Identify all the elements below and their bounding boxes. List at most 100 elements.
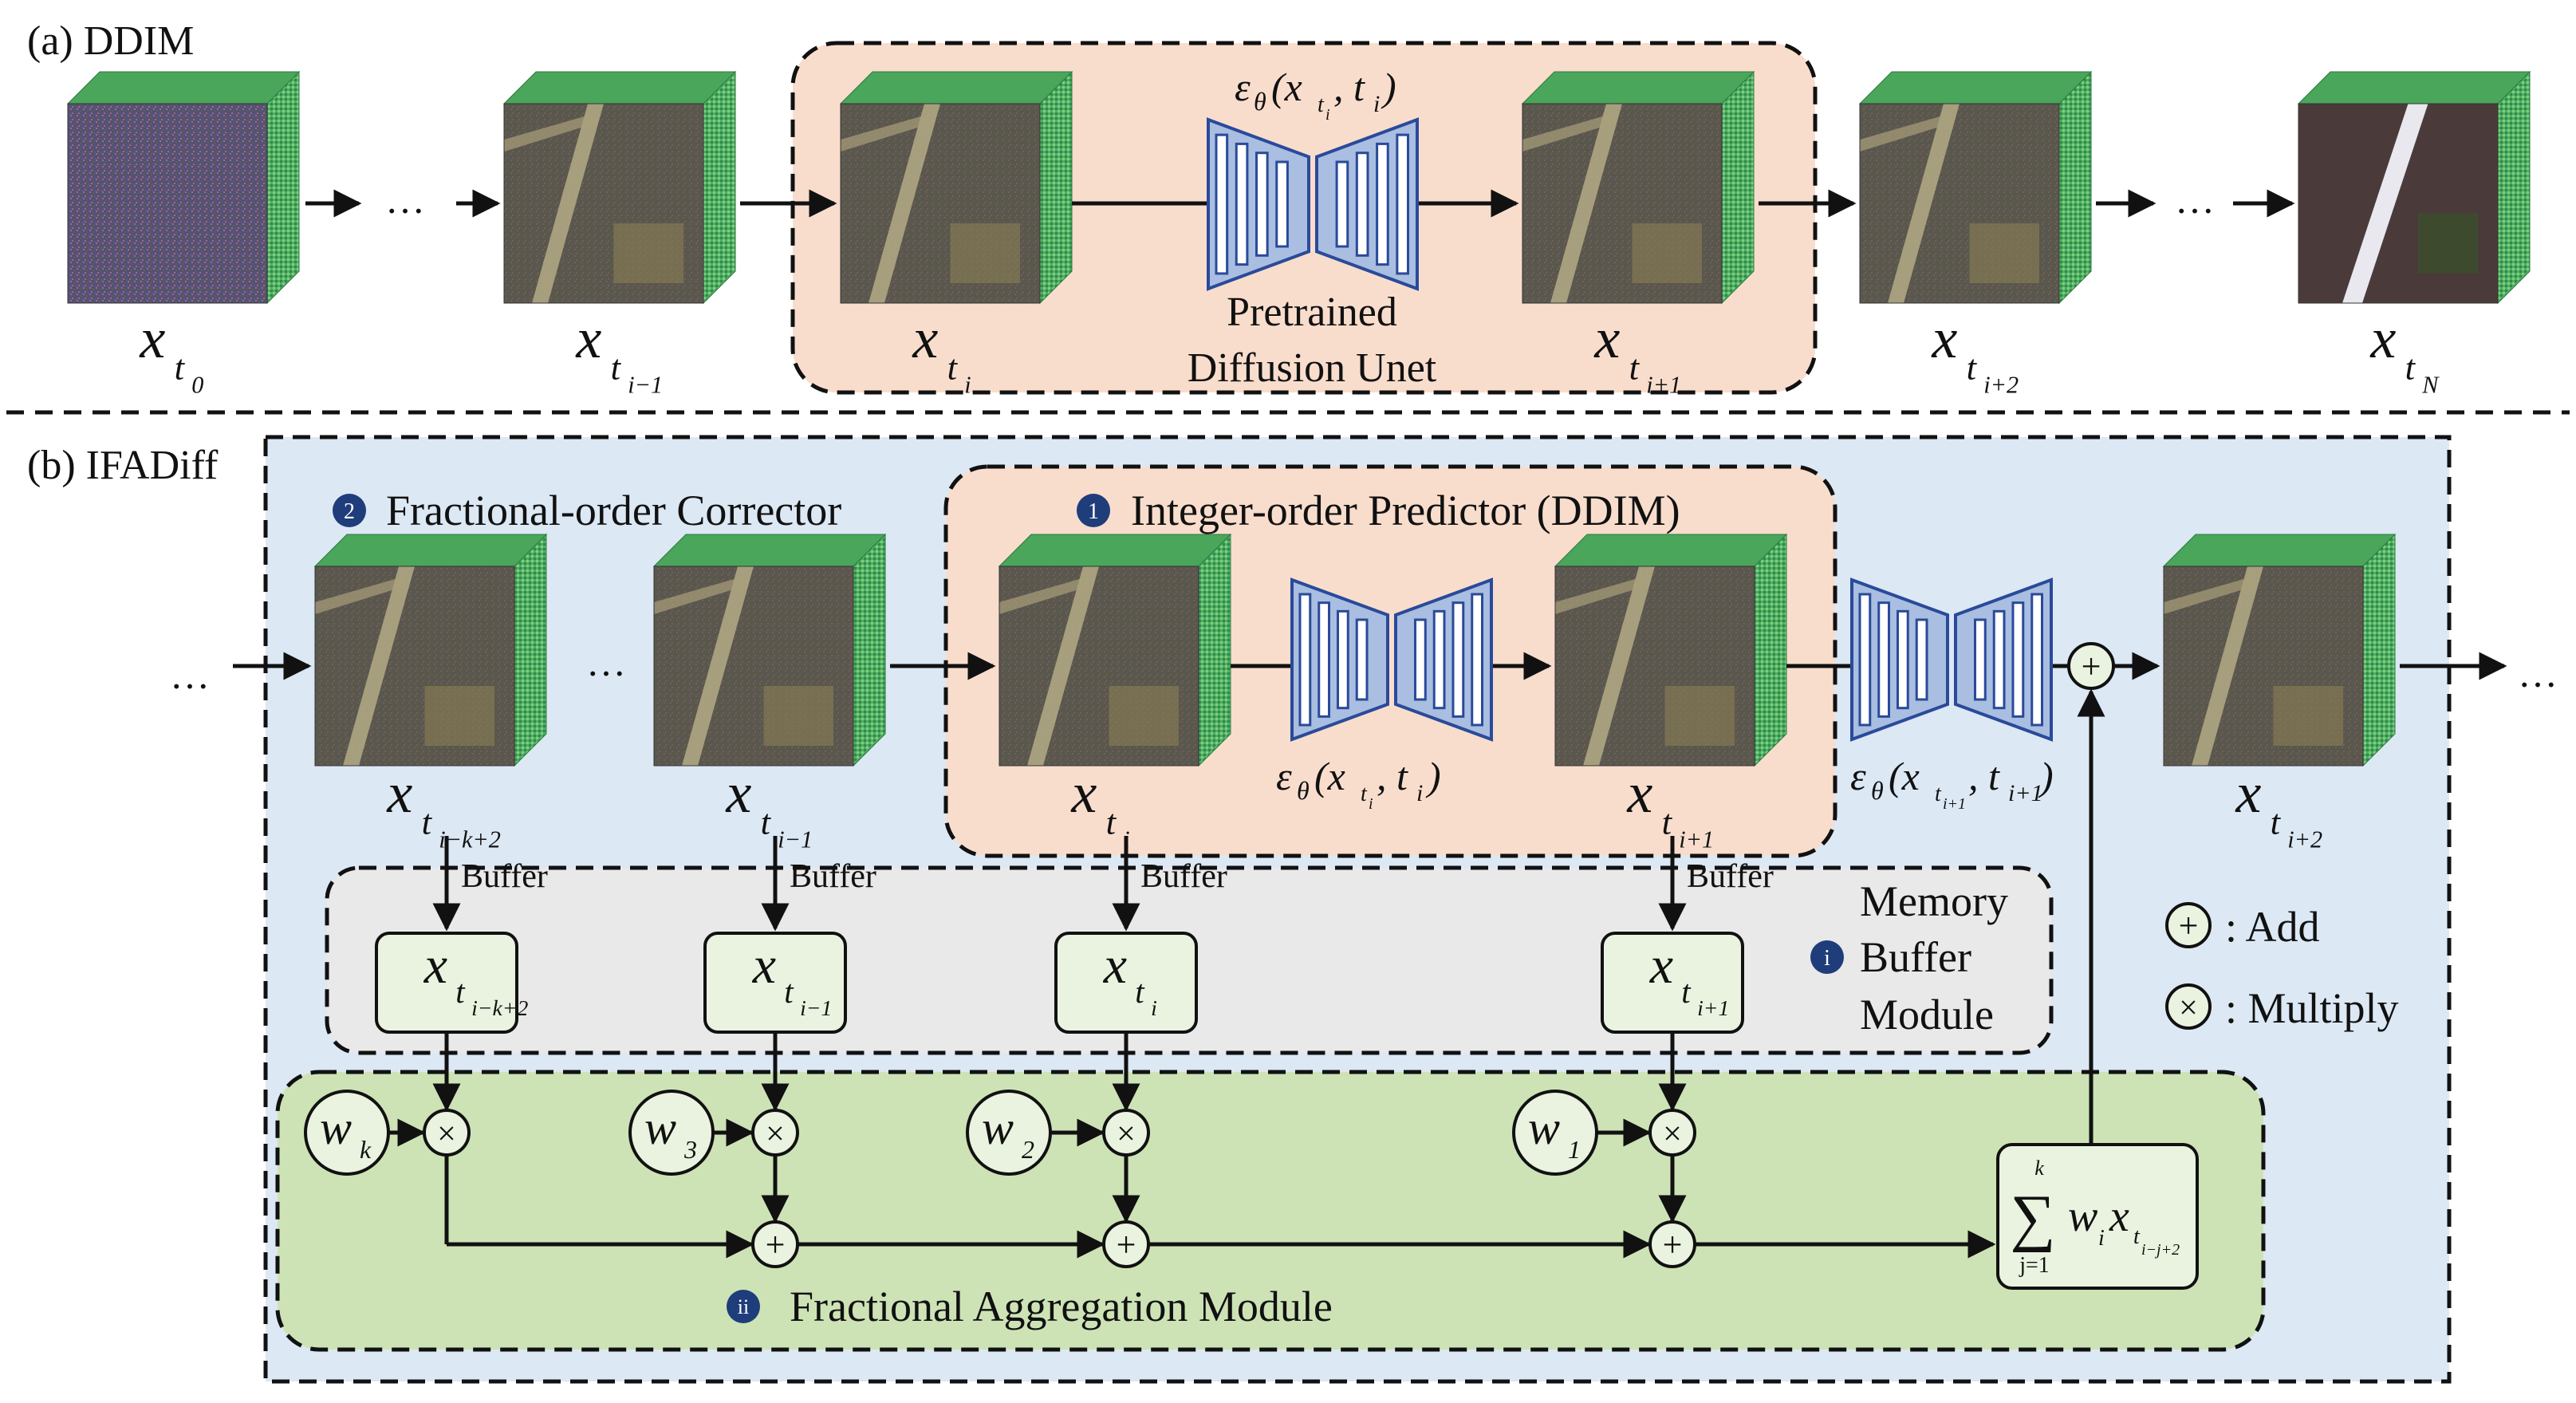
sum-add-node-symbol-1: + <box>1117 1225 1136 1264</box>
sum-upper-limit: k <box>2034 1157 2044 1180</box>
x-symbol: x <box>386 761 412 825</box>
legend-add-label: : Add <box>2225 903 2320 951</box>
svg-text:i: i <box>1325 106 1330 124</box>
cube-outline <box>1859 103 2060 304</box>
panel-b-label: (b) IFADiff <box>27 443 219 488</box>
svg-text:i+1: i+1 <box>2008 780 2043 806</box>
panel-a-cube-3 <box>1521 70 1755 305</box>
x-symbol: x <box>1103 936 1127 995</box>
cube-road <box>1888 104 1960 303</box>
svg-text:t: t <box>1935 782 1942 806</box>
x-subscript-t: t <box>1662 802 1673 841</box>
cube-path <box>1522 113 1613 152</box>
cube-side-face <box>266 70 300 305</box>
unet-block <box>1255 152 1269 257</box>
buffer-label-3: Buffer <box>1687 858 1774 895</box>
panel-b-cube-1 <box>652 533 887 767</box>
x-symbol: x <box>2369 306 2396 370</box>
cube-field <box>1109 686 1179 746</box>
x-symbol: x <box>752 936 776 995</box>
cube-top-face <box>2297 71 2531 104</box>
unet-block <box>1215 133 1229 275</box>
cube-side-face <box>2058 70 2092 305</box>
unet-block <box>2030 593 2043 727</box>
x-subscript-t: t <box>1106 802 1117 841</box>
cube-road <box>1027 566 1099 766</box>
buffer-label-2: Buffer <box>1140 858 1227 895</box>
cube-front-face <box>68 104 267 303</box>
panel-b-cube-0 <box>313 533 548 767</box>
legend-multiply-icon <box>2165 983 2212 1030</box>
x-subscript-t: t <box>761 802 772 841</box>
x-symbol: x <box>725 761 751 825</box>
cube-path <box>2164 576 2254 614</box>
multiply-node-symbol-1: × <box>766 1116 785 1153</box>
cube-side-face <box>1039 70 1073 305</box>
svg-text:i: i <box>1369 795 1373 813</box>
panel-a-unet <box>1207 117 1419 291</box>
cube-side-face <box>2362 533 2396 767</box>
svg-text:ε: ε <box>1276 754 1292 798</box>
panel-b-cube-3 <box>1554 533 1788 767</box>
unet-block <box>1355 152 1369 257</box>
sum-x-subscript-index: i−j+2 <box>2141 1241 2180 1259</box>
unet-caption-line1: Pretrained <box>1227 290 1397 335</box>
cube-field <box>763 686 833 746</box>
svg-text:, t: , t <box>1333 65 1365 109</box>
cube-field <box>2273 686 2343 746</box>
svg-text:Memory: Memory <box>1860 877 2008 925</box>
ellipsis-a-1: … <box>2175 177 2215 222</box>
unet-block <box>1376 142 1389 266</box>
x-subscript-index: i−1 <box>778 826 813 853</box>
cube-top-face <box>1521 71 1755 104</box>
x-symbol: x <box>2235 761 2261 825</box>
cube-top-face <box>998 534 1232 567</box>
weight-subscript-1: 3 <box>683 1135 697 1164</box>
sum-weight-symbol: w <box>2068 1192 2097 1241</box>
cube-outline <box>1522 103 1723 304</box>
cube-path <box>1860 113 1950 152</box>
memory-buffer-title: Memory i Buffer Module <box>1810 877 2008 1038</box>
cube-outline <box>314 566 515 767</box>
cube-top-face <box>1554 534 1788 567</box>
x-symbol: x <box>575 306 601 370</box>
panel-a-cube-4 <box>1858 70 2093 305</box>
svg-text:2: 2 <box>344 499 355 524</box>
x-subscript-t: t <box>784 974 794 1010</box>
svg-text:i: i <box>1416 780 1423 806</box>
cube-field <box>1664 686 1735 746</box>
svg-text:+: + <box>2179 906 2199 945</box>
unet-block <box>1318 601 1330 718</box>
panel-b-unet-2 <box>1850 577 2053 742</box>
svg-text:θ: θ <box>1254 87 1266 116</box>
sum-x-subscript-t: t <box>2133 1224 2141 1249</box>
sum-weight-subscript: i <box>2098 1226 2105 1251</box>
x-subscript-t: t <box>455 974 466 1010</box>
x-subscript-t: t <box>1967 347 1978 387</box>
cube-road <box>1550 104 1622 303</box>
svg-text:ε: ε <box>1850 754 1866 798</box>
cube-side-face <box>1754 533 1787 767</box>
panel-a-cube-5 <box>2297 70 2531 305</box>
cube-outline <box>840 103 1041 304</box>
unet-block <box>1974 618 1987 701</box>
svg-text:t: t <box>1318 93 1325 117</box>
legend: + : Add × : Multiply <box>2165 902 2399 1032</box>
x-subscript-index: i+2 <box>2287 826 2322 853</box>
sum-add-node-symbol-0: + <box>766 1225 786 1264</box>
legend-add-icon <box>2165 902 2212 948</box>
cube-road <box>2342 104 2428 303</box>
x-subscript-t: t <box>1681 974 1692 1010</box>
panel-b-unet-1 <box>1290 577 1493 742</box>
ellipsis-b-1: … <box>586 640 626 684</box>
ellipsis-b-0: … <box>170 652 210 697</box>
svg-text:Module: Module <box>1860 991 1994 1038</box>
cube-road <box>343 566 415 766</box>
unet-block <box>1471 593 1483 727</box>
cube-side-face <box>2497 70 2531 305</box>
